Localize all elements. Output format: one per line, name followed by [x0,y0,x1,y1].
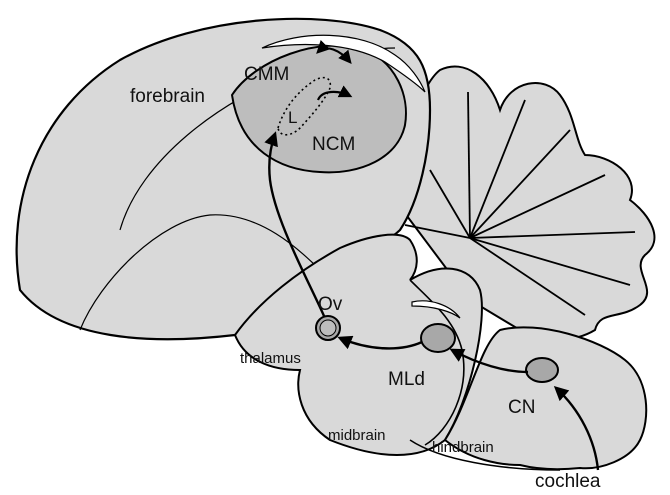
label-ncm: NCM [312,134,355,155]
nucleus-cn [525,357,559,383]
mld-crescent [411,300,461,319]
nucleus-mld [420,323,456,353]
mld-to-ov-arrow [337,335,423,350]
label-hindbrain: hindbrain [432,439,494,456]
hindbrain-lower-contour [409,439,561,471]
ov-to-field-l-arrow [264,131,326,317]
cochlea-to-cn-arrow [553,386,600,471]
nucleus-ov-inner [319,319,337,337]
label-mld: MLd [388,369,425,390]
label-cmm: CMM [244,64,289,85]
label-l: L [288,108,297,127]
cerebellum-folia-lines [404,91,636,316]
hindbrain-region [443,326,648,471]
label-cochlea: cochlea [535,471,601,492]
ascending-pathway [264,131,600,471]
label-ov: Ov [318,294,343,315]
cn-to-mld-arrow [449,348,529,374]
internal-connection-arrows [316,39,353,101]
label-forebrain: forebrain [130,86,205,107]
label-cn: CN [508,397,535,418]
field-l-region [277,76,332,136]
label-midbrain: midbrain [328,427,386,444]
label-thalamus: thalamus [240,350,301,367]
